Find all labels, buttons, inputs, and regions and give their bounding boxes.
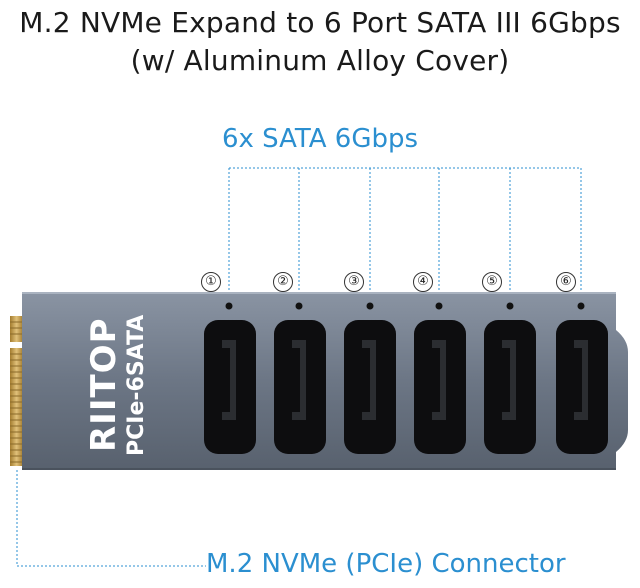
sata-port-2 [274, 320, 326, 454]
port-number-5: ⑤ [482, 272, 502, 292]
title-line-2: (w/ Aluminum Alloy Cover) [130, 44, 510, 77]
brand-logo: RIITOP [84, 317, 124, 453]
m2-edge-connector [10, 316, 23, 466]
model-name: PCIe-6SATA [124, 314, 149, 456]
leader-lines [16, 167, 582, 567]
title-line-1: M.2 NVMe Expand to 6 Port SATA III 6Gbps [19, 6, 621, 39]
sata-port-4 [414, 320, 466, 454]
port-number-3: ③ [344, 272, 364, 292]
sata-port-3 [344, 320, 396, 454]
port-number-4: ④ [413, 272, 433, 292]
sata-ports-label: 6x SATA 6Gbps [221, 124, 419, 154]
connector-label: M.2 NVMe (PCIe) Connector [206, 549, 566, 579]
sata-port-6 [556, 320, 608, 454]
sata-port-1 [204, 320, 256, 454]
port-number-1: ① [201, 272, 221, 292]
port-number-6: ⑥ [556, 272, 576, 292]
led-dots [225, 302, 585, 310]
port-number-2: ② [273, 272, 293, 292]
sata-ports [204, 320, 608, 454]
sata-port-5 [484, 320, 536, 454]
